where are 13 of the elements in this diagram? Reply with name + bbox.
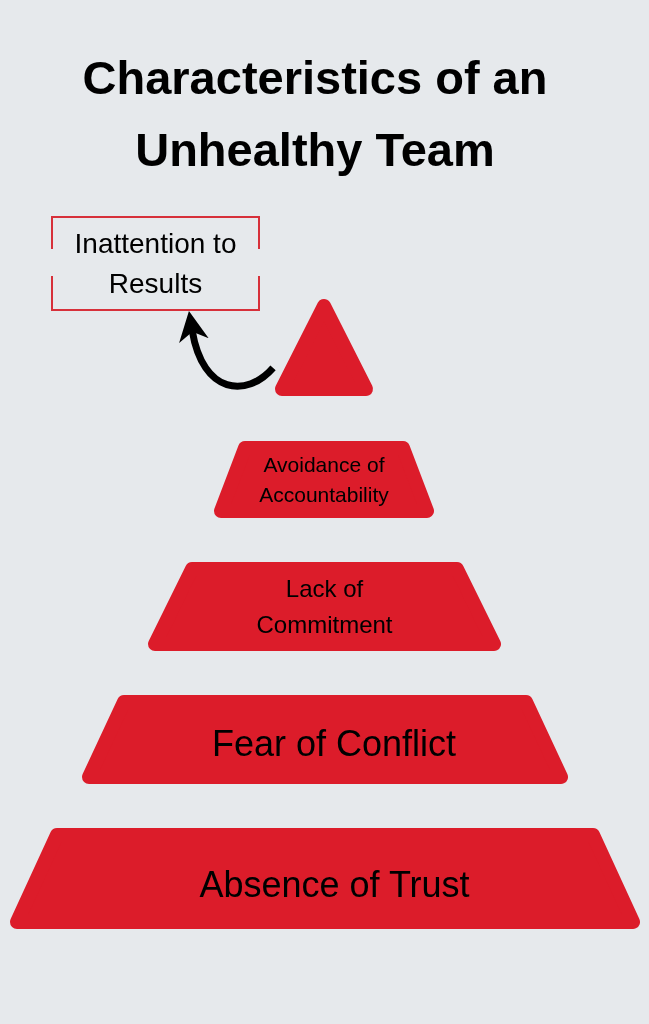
curved-arrow	[179, 311, 276, 390]
pyramid-tier	[214, 441, 434, 518]
pyramid-tier	[10, 828, 640, 929]
tier-label: Fear of Conflict	[211, 721, 457, 766]
tier-label: Avoidance of Accountability	[258, 451, 390, 508]
tier-label: Absence of Trust	[199, 862, 470, 907]
pyramid-tier	[148, 562, 501, 651]
pyramid-apex	[275, 299, 373, 396]
frame-label: Inattention to Results	[73, 226, 238, 301]
outlined-frame	[51, 216, 260, 311]
pyramid-tier	[82, 695, 568, 784]
title: Characteristics of an Unhealthy Team	[81, 50, 549, 178]
tier-label: Lack of Commitment	[255, 573, 394, 640]
